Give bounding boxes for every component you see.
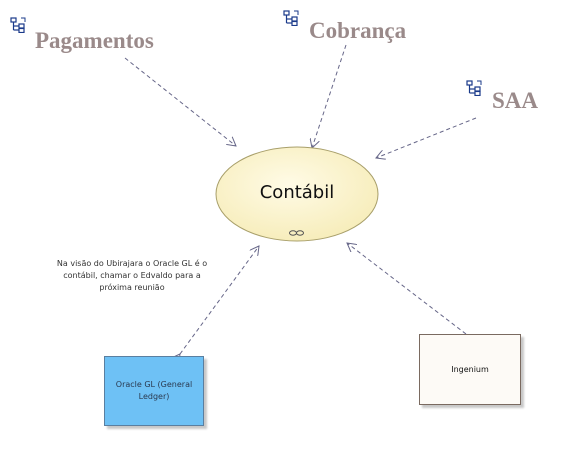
use-case-contabil[interactable]: [215, 146, 379, 242]
dependency-saa-contabil[interactable]: [376, 117, 477, 158]
component-ingenium[interactable]: Ingenium: [419, 334, 521, 405]
dependency-cobranca-contabil[interactable]: [312, 44, 347, 148]
link-icon: [289, 230, 304, 236]
dependency-ingenium-contabil[interactable]: [347, 243, 467, 335]
package-saa[interactable]: SAA: [492, 88, 539, 113]
dependency-pagamentos-contabil[interactable]: [124, 57, 236, 146]
component-oracle-gl-label: Oracle GL (General Ledger): [115, 380, 193, 401]
component-oracle-gl[interactable]: Oracle GL (General Ledger): [104, 356, 204, 426]
dependency-oracle-contabil[interactable]: [180, 246, 259, 354]
component-ingenium-label: Ingenium: [451, 364, 489, 374]
package-icon: [283, 10, 299, 26]
package-pagamentos[interactable]: Pagamentos: [35, 28, 154, 53]
package-icon: [10, 17, 26, 33]
package-icon: [466, 80, 482, 96]
use-case-label: Contábil: [259, 182, 335, 203]
package-cobranca[interactable]: Cobrança: [309, 18, 407, 43]
note-text: Na visão do Ubirajara o Oracle GL é o co…: [56, 259, 208, 292]
